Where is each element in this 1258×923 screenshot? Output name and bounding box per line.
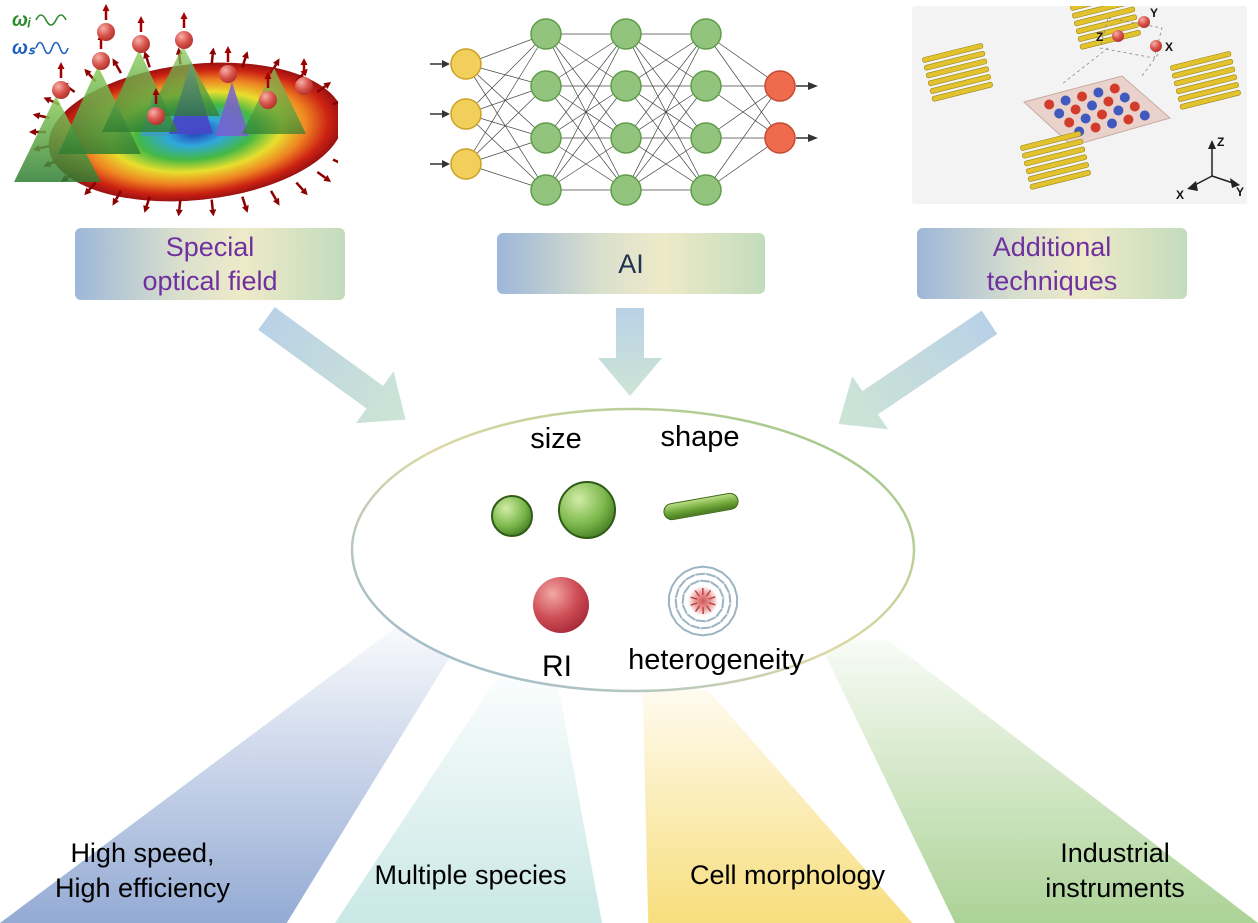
inset-x-label: X [1165, 40, 1173, 54]
hidden-node-icon [690, 18, 722, 50]
inset-particles-icon [1061, 16, 1163, 85]
hidden-node-icon [610, 122, 642, 154]
outcome-line: instruments [1045, 873, 1185, 903]
outcome-line: High speed, [70, 838, 215, 868]
size-sphere-large-icon [558, 481, 616, 539]
outcome-line: Industrial [1060, 838, 1170, 868]
heterogeneity-icon [667, 565, 739, 637]
hidden-node-icon [690, 122, 722, 154]
hidden-node-icon [690, 174, 722, 206]
hidden-node-icon [530, 18, 562, 50]
ai-label: AI [497, 233, 765, 294]
special-optical-field-label: Special optical field [75, 228, 345, 300]
axis-x-label: X [1176, 188, 1184, 202]
center-cone-icon [215, 82, 249, 136]
interdigitated-electrodes-icon [922, 6, 1241, 190]
arrow-down-icon [598, 308, 662, 401]
arrow-down-right-icon [248, 293, 429, 449]
outcome-line: High efficiency [54, 873, 231, 903]
output-node-icon [764, 122, 796, 154]
device-plate [1022, 75, 1172, 147]
coordinate-axes-icon [1187, 140, 1240, 191]
input-node-icon [450, 48, 482, 80]
outcome-cell-morphology: Cell morphology [655, 858, 920, 893]
input-node-icon [450, 98, 482, 130]
outcome-line: Cell morphology [689, 860, 886, 890]
label-line: techniques [986, 265, 1118, 296]
inset-y-label: Y [1150, 6, 1158, 20]
hidden-node-icon [610, 174, 642, 206]
omega-i-label: ωᵢ [12, 10, 32, 31]
output-node-icon [764, 70, 796, 102]
heterogeneity-label: heterogeneity [628, 644, 804, 676]
outcome-line: Multiple species [374, 860, 567, 890]
optical-field-illustration: ωᵢ ωₛ [12, 4, 338, 217]
axis-z-label: Z [1217, 135, 1224, 149]
input-node-icon [450, 148, 482, 180]
size-label: size [530, 423, 582, 455]
hidden-node-icon [530, 70, 562, 102]
label-line: AI [618, 248, 644, 279]
ri-sphere-icon [533, 577, 589, 633]
hidden-node-icon [530, 174, 562, 206]
hidden-node-icon [610, 70, 642, 102]
axis-y-label: Y [1236, 185, 1244, 199]
arrow-down-left-icon [817, 296, 1008, 454]
omega-waves-icon [35, 14, 69, 55]
green-peaks-icon [14, 46, 306, 182]
hidden-node-icon [530, 122, 562, 154]
ri-label: RI [542, 650, 572, 683]
neural-network-illustration [430, 18, 818, 206]
size-sphere-small-icon [491, 495, 533, 537]
outcome-multiple-species: Multiple species [343, 858, 598, 893]
inset-z-label: Z [1096, 30, 1103, 44]
omega-s-label: ωₛ [12, 38, 36, 59]
label-line: optical field [142, 266, 278, 296]
cell-properties-ellipse [350, 407, 916, 693]
shape-label: shape [660, 421, 740, 453]
hidden-node-icon [690, 70, 722, 102]
device-illustration: Z Y X Z Y X [912, 6, 1247, 204]
outcome-high-speed: High speed, High efficiency [10, 836, 275, 906]
outcome-industrial: Industrial instruments [980, 836, 1250, 906]
label-line: Special [165, 232, 255, 262]
label-line: Additional [992, 231, 1112, 262]
hidden-node-icon [610, 18, 642, 50]
additional-techniques-label: Additional techniques [917, 228, 1187, 299]
trapped-particles-icon [52, 4, 313, 125]
